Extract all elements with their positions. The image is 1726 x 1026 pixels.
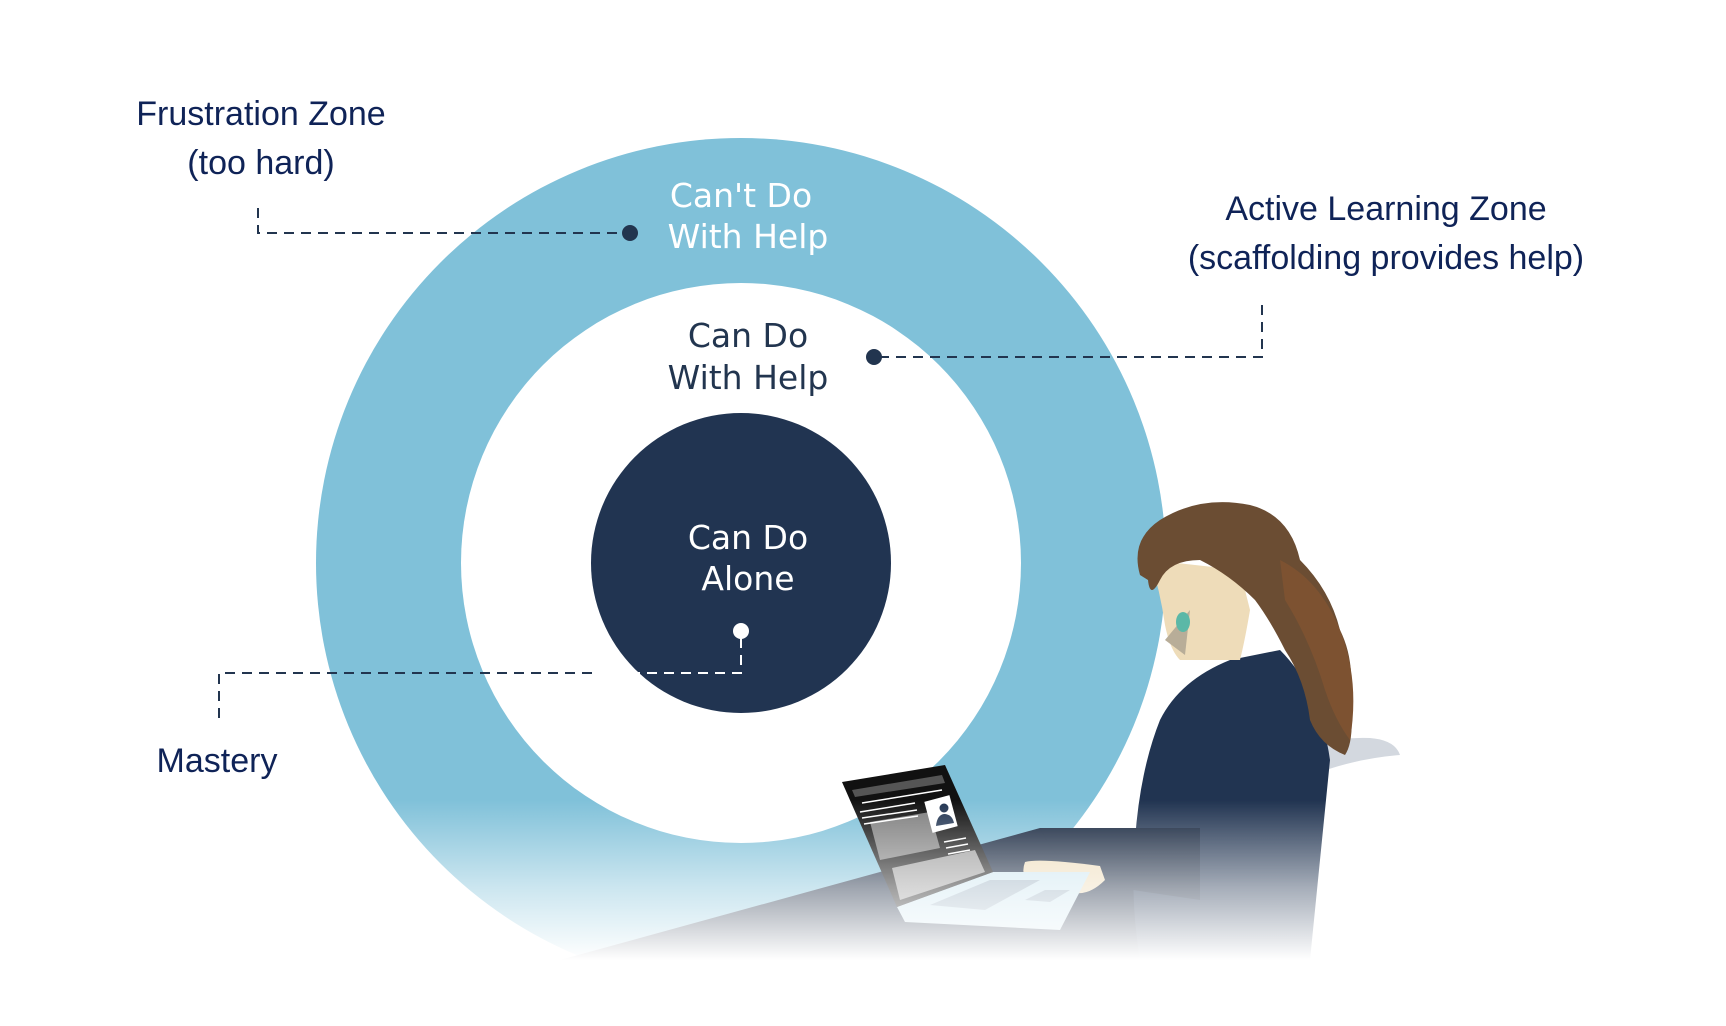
middle-ring-label: Can Do <box>688 316 808 355</box>
active-dot <box>866 349 882 365</box>
laptop-screen-header <box>852 775 945 797</box>
woman-hair <box>1137 502 1352 755</box>
bottom-fade <box>0 800 1726 960</box>
middle-ring-label-2: With Help <box>668 358 829 397</box>
active-zone-subtitle: (scaffolding provides help) <box>1188 239 1584 277</box>
mastery-connector-inner <box>596 633 742 674</box>
mastery-connector <box>218 672 596 718</box>
inner-ring-label-2: Alone <box>701 559 794 598</box>
frustration-zone-subtitle: (too hard) <box>187 144 334 182</box>
mastery-dot <box>733 623 749 639</box>
woman-ponytail <box>1280 560 1354 740</box>
mastery-label: Mastery <box>157 742 278 780</box>
frustration-zone-title: Frustration Zone <box>136 95 385 133</box>
woman-ear <box>1173 583 1187 607</box>
earring <box>1176 612 1190 632</box>
inner-ring-label: Can Do <box>688 518 808 557</box>
outer-ring-label: Can't Do <box>670 176 812 215</box>
inner-ring <box>591 413 891 713</box>
active-zone-title: Active Learning Zone <box>1225 190 1546 228</box>
frustration-connector <box>257 208 624 234</box>
frustration-dot <box>622 225 638 241</box>
active-connector <box>870 305 1263 358</box>
outer-ring-label-2: With Help <box>668 217 829 256</box>
